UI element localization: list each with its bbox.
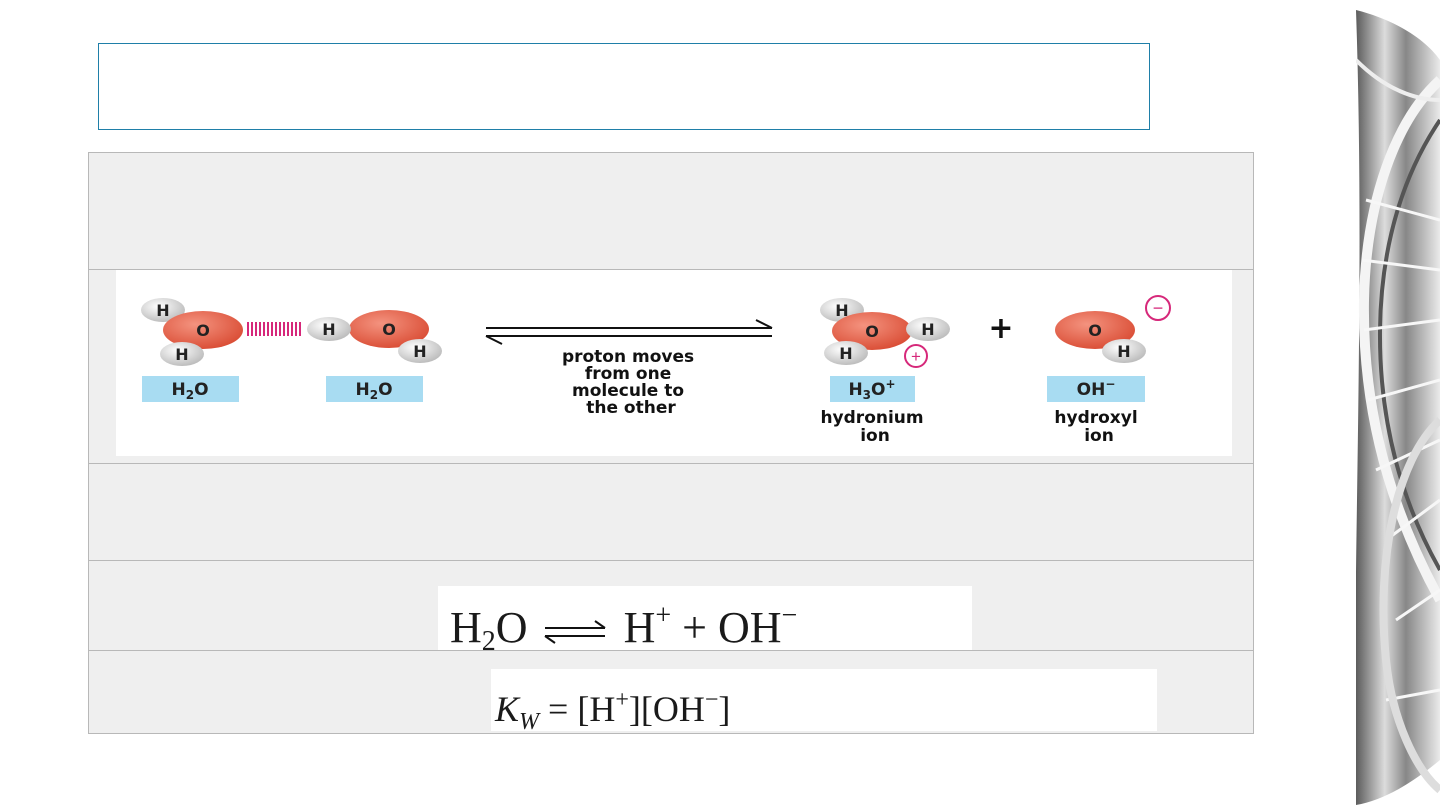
hydrogen-atom: [160, 342, 204, 366]
equation-term: ][OH: [628, 689, 705, 729]
molecule-label: H2O: [171, 380, 208, 402]
water-ionization-figure: H O H H2O: [116, 270, 1232, 456]
atom-label: H: [322, 320, 335, 339]
oxygen-atom: [1055, 311, 1135, 349]
equation-operator: +: [682, 603, 707, 652]
hydrogen-atom: [398, 339, 442, 363]
plus-sign: +: [988, 311, 1013, 346]
atom-label: H: [1117, 342, 1130, 361]
atom-label: H: [156, 301, 169, 320]
water-molecule-2: O H H H2O: [307, 310, 442, 402]
molecule-label-bg: [142, 376, 239, 402]
equation-term: OH: [717, 603, 782, 652]
equation-subscript: 2: [481, 626, 496, 657]
table-row-1: [89, 153, 1253, 269]
molecule-label-bg: [1047, 376, 1145, 402]
molecule-label: H2O: [355, 380, 392, 402]
equation-superscript: +: [615, 687, 629, 713]
table-row-2: H O H H2O: [89, 269, 1253, 463]
atom-label: O: [865, 322, 879, 341]
hydrogen-atom: [1102, 339, 1146, 363]
molecule-label-bg: [830, 376, 915, 402]
table-row-4: H2O H+ + OH−: [89, 560, 1253, 657]
equation-superscript: −: [781, 600, 798, 631]
equation-superscript: −: [704, 687, 719, 713]
oxygen-atom: [832, 312, 912, 350]
molecule-label-bg: [326, 376, 423, 402]
equation-superscript: +: [655, 600, 672, 631]
equation-term: ]: [718, 689, 731, 729]
atom-label: H: [921, 320, 934, 339]
negative-charge-icon: [1145, 295, 1171, 321]
ion-name: hydroxyl ion: [1054, 408, 1143, 446]
equilibrium-arrow: [485, 319, 773, 345]
slide-title-box: [98, 43, 1150, 130]
decorative-swirl-graphic: [1356, 10, 1440, 805]
equation-term: [H: [577, 689, 616, 729]
equation-term: O: [495, 603, 528, 652]
positive-charge-icon: [904, 344, 928, 368]
negative-charge: −: [1153, 298, 1164, 318]
hydrogen-bond: [247, 322, 301, 336]
water-ion-product-equation: KW = [H+][OH−]: [491, 669, 1157, 735]
oxygen-atom: [163, 311, 243, 349]
hydrogen-atom: [141, 298, 185, 322]
table-row-3: [89, 463, 1253, 560]
ionization-diagram: H O H H2O: [141, 295, 1171, 446]
molecule-label: OH−: [1077, 377, 1116, 400]
atom-label: O: [1088, 321, 1102, 340]
hydrogen-atom: [906, 317, 950, 341]
water-molecule-1: H O H H2O: [141, 298, 243, 402]
atom-label: O: [196, 321, 210, 340]
oxygen-atom: [349, 310, 429, 348]
atom-label: O: [382, 320, 396, 339]
arrow-caption: proton moves from one molecule to the ot…: [562, 347, 700, 418]
equation-term: H: [450, 603, 482, 652]
dissociation-equation: H2O H+ + OH−: [438, 586, 972, 657]
hydrogen-atom: [307, 317, 351, 341]
atom-label: H: [835, 301, 848, 320]
positive-charge: +: [911, 347, 921, 366]
equation-term: K: [495, 689, 520, 729]
content-table: H O H H2O: [88, 152, 1254, 735]
ion-name: hydronium ion: [820, 408, 929, 446]
equation-subscript: W: [519, 709, 540, 735]
table-row-5: KW = [H+][OH−]: [89, 650, 1253, 735]
equilibrium-arrow-icon: [543, 620, 606, 644]
hydrogen-atom: [824, 341, 868, 365]
atom-label: H: [839, 344, 852, 363]
molecule-label: H3O+: [848, 377, 895, 402]
equation-term: H: [623, 603, 656, 652]
equation-operator: =: [548, 689, 569, 729]
atom-label: H: [175, 345, 188, 364]
hydroxyl-ion: O H − OH− hydroxyl ion: [1047, 295, 1171, 446]
hydronium-ion: H O H H + H3O+ hydronium ion: [820, 298, 950, 446]
atom-label: H: [413, 342, 426, 361]
